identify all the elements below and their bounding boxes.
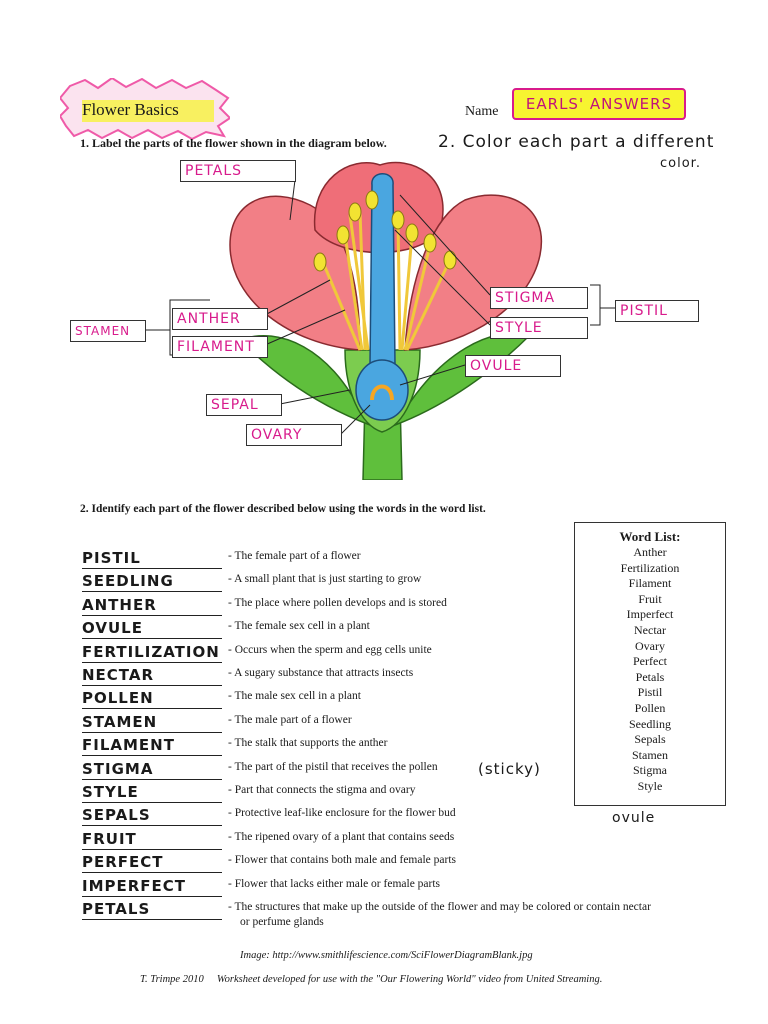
answer-line[interactable]: STAMEN bbox=[82, 712, 222, 733]
word-list-title: Word List: bbox=[619, 529, 681, 544]
answer-line[interactable]: POLLEN bbox=[82, 688, 222, 710]
flower-diagram bbox=[140, 161, 615, 480]
word-list-item: Pollen bbox=[634, 700, 666, 715]
word-list-item: Perfect bbox=[633, 654, 667, 669]
definition-text: - Flower that contains both male and fem… bbox=[228, 854, 457, 867]
style-tube bbox=[369, 173, 396, 366]
instruction-section-2: 2. Identify each part of the flower desc… bbox=[80, 503, 486, 515]
ovule bbox=[370, 384, 394, 401]
answer-line[interactable]: FILAMENT bbox=[82, 735, 222, 757]
label-filament: FILAMENT bbox=[172, 336, 268, 358]
word-list-item: Fruit bbox=[638, 591, 662, 606]
definition-text: - Protective leaf-like enclosure for the… bbox=[228, 807, 456, 820]
label-stigma: STIGMA bbox=[490, 287, 588, 309]
definition-text: - The male sex cell in a plant bbox=[228, 690, 361, 703]
label-anther: ANTHER bbox=[172, 308, 268, 330]
word-list-item: Stamen bbox=[632, 747, 668, 762]
filaments bbox=[320, 211, 452, 351]
definition-text: - The ripened ovary of a plant that cont… bbox=[228, 830, 455, 843]
answer-line[interactable]: IMPERFECT bbox=[82, 876, 222, 897]
definition-text: - The female sex cell in a plant bbox=[228, 620, 370, 633]
answer-line[interactable]: PERFECT bbox=[82, 852, 222, 874]
word-list-item: Sepals bbox=[634, 732, 666, 747]
handwritten-extra-word: ovule bbox=[612, 810, 656, 826]
answer-line[interactable]: PETALS bbox=[82, 899, 222, 920]
definition-text: - The place where pollen develops and is… bbox=[228, 596, 447, 609]
word-list-item: Filament bbox=[628, 576, 672, 591]
word-list-item: Anther bbox=[633, 545, 667, 559]
answer-line[interactable]: FERTILIZATION bbox=[82, 642, 222, 663]
word-list-item: Style bbox=[637, 778, 663, 793]
label-sepal: SEPAL bbox=[206, 394, 282, 416]
answer-line[interactable]: FRUIT bbox=[82, 829, 222, 850]
definition-text: - The female part of a flower bbox=[228, 550, 361, 562]
definition-text: - Occurs when the sperm and egg cells un… bbox=[228, 643, 432, 656]
title-highlight-badge bbox=[60, 78, 230, 140]
answer-line[interactable]: STYLE bbox=[82, 782, 222, 803]
definition-text-continued: or perfume glands bbox=[240, 916, 324, 928]
handwritten-sticky-note: (sticky) bbox=[478, 760, 541, 778]
footer-author: T. Trimpe 2010 bbox=[140, 974, 204, 985]
definition-text: - The part of the pistil that receives t… bbox=[228, 760, 438, 773]
answer-line[interactable]: OVULE bbox=[82, 618, 222, 640]
answer-line[interactable]: STIGMA bbox=[82, 759, 222, 780]
answer-line[interactable]: PISTIL bbox=[82, 548, 222, 569]
footer-developed: Worksheet developed for use with the "Ou… bbox=[216, 974, 603, 985]
instruction-2-handwritten: 2. Color each part a different bbox=[438, 132, 715, 152]
definition-text: - The male part of a flower bbox=[228, 713, 352, 726]
label-style: STYLE bbox=[490, 317, 588, 339]
word-list-item: Fertilization bbox=[620, 560, 680, 575]
name-field[interactable]: EARLS' ANSWERS bbox=[512, 88, 686, 120]
definition-text: - A small plant that is just starting to… bbox=[228, 573, 422, 586]
label-pistil: PISTIL bbox=[615, 300, 699, 322]
answer-line[interactable]: ANTHER bbox=[82, 595, 222, 616]
definition-text: - Part that connects the stigma and ovar… bbox=[228, 784, 416, 796]
label-stamen: STAMEN bbox=[70, 320, 146, 342]
word-list-item: Stigma bbox=[632, 763, 667, 778]
image-credit: Image: http://www.smithlifescience.com/S… bbox=[240, 950, 533, 961]
definition-text: - The structures that make up the outsid… bbox=[228, 901, 651, 913]
word-list-item: Petals bbox=[635, 669, 665, 684]
definition-text: - A sugary substance that attracts insec… bbox=[228, 667, 414, 679]
anthers bbox=[313, 190, 457, 272]
word-list-item: Pistil bbox=[637, 685, 663, 700]
definition-text: - The stalk that supports the anther bbox=[228, 737, 388, 750]
word-list-item: Imperfect bbox=[626, 607, 674, 622]
definition-text: - Flower that lacks either male or femal… bbox=[228, 877, 441, 890]
ovary bbox=[355, 359, 409, 421]
instruction-2-handwritten-cont: color. bbox=[660, 156, 701, 171]
page-title: Flower Basics bbox=[82, 100, 179, 119]
label-ovary: OVARY bbox=[246, 424, 342, 446]
word-list-item: Seedling bbox=[629, 716, 671, 731]
label-ovule: OVULE bbox=[465, 355, 561, 377]
name-label: Name bbox=[465, 104, 499, 119]
word-list-item: Ovary bbox=[635, 638, 665, 653]
footer-line: T. Trimpe 2010 Worksheet developed for u… bbox=[140, 974, 602, 985]
answer-line[interactable]: NECTAR bbox=[82, 665, 222, 686]
petal-right bbox=[404, 194, 543, 351]
answer-line[interactable]: SEEDLING bbox=[82, 571, 222, 593]
instruction-1: 1. Label the parts of the flower shown i… bbox=[80, 136, 387, 150]
label-petals: PETALS bbox=[180, 160, 296, 182]
answer-line[interactable]: SEPALS bbox=[82, 805, 222, 827]
word-list-item: Nectar bbox=[634, 622, 666, 637]
